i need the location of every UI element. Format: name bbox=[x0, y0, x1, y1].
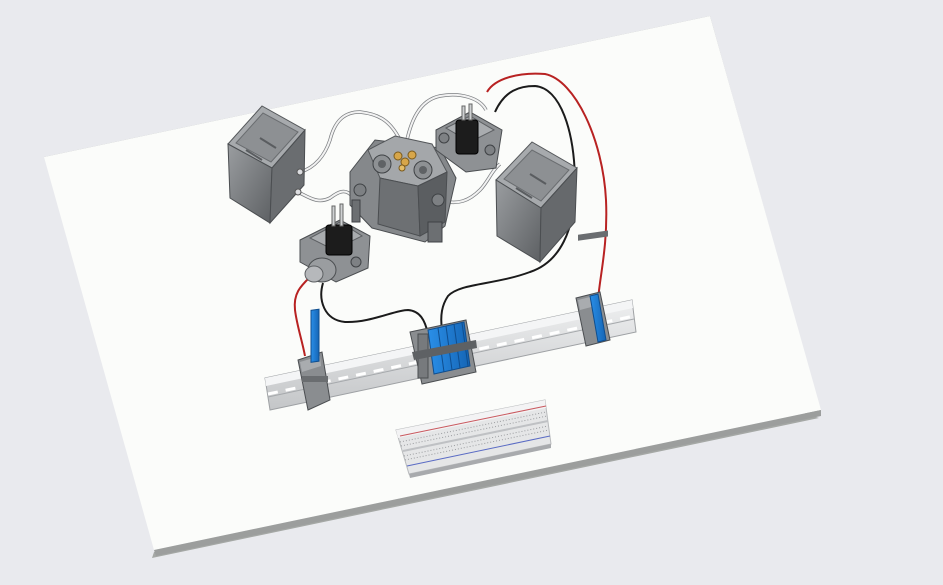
solenoid-top[interactable] bbox=[435, 103, 503, 173]
wire-red-right[interactable] bbox=[486, 72, 608, 301]
battery-left[interactable] bbox=[227, 105, 306, 225]
wire-black-left[interactable] bbox=[320, 282, 429, 335]
wire-black-right[interactable] bbox=[440, 84, 577, 331]
solenoid-left[interactable] bbox=[299, 203, 371, 283]
breadboard[interactable] bbox=[395, 399, 552, 478]
brass-fittings bbox=[393, 150, 417, 172]
wire-red-left[interactable] bbox=[293, 274, 313, 357]
central-block[interactable] bbox=[349, 135, 457, 243]
terminal-center[interactable] bbox=[409, 319, 477, 385]
terminal-right[interactable] bbox=[575, 230, 611, 347]
board-bottom-face bbox=[154, 410, 821, 556]
battery-right[interactable] bbox=[495, 141, 578, 264]
terminal-left[interactable] bbox=[297, 308, 331, 411]
